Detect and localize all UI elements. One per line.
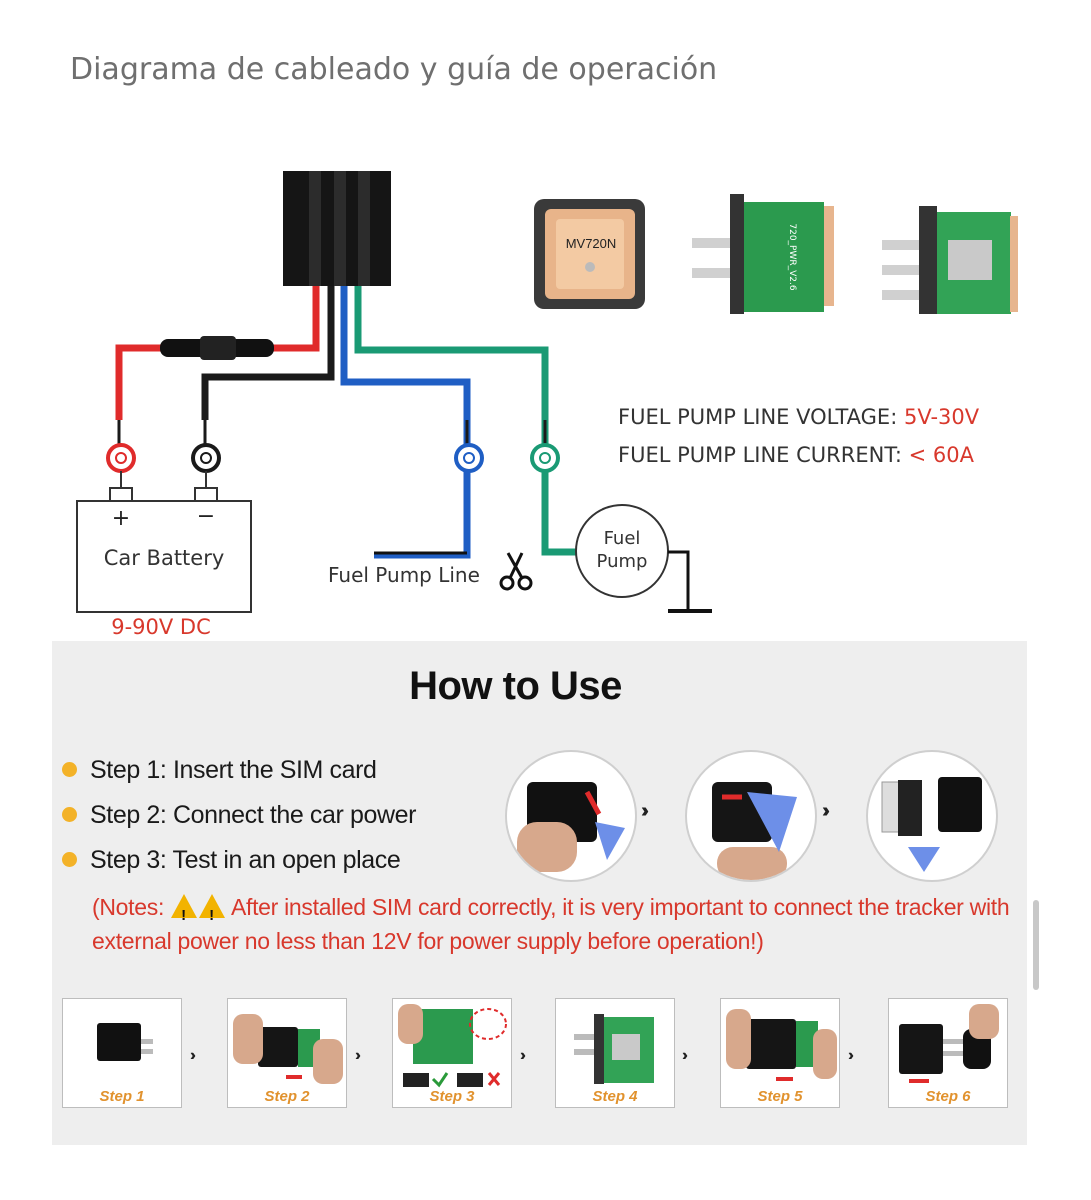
battery-voltage: 9-90V DC xyxy=(111,615,211,639)
blue-wire xyxy=(340,286,471,559)
svg-text:MV720N: MV720N xyxy=(566,236,617,251)
step-box-1: Step 1 xyxy=(62,998,182,1108)
step-box-6: Step 6 xyxy=(888,998,1008,1108)
step-box-2: Step 2 xyxy=(227,998,347,1108)
gps-antenna-module: MV720N xyxy=(534,199,645,309)
car-battery: + − Car Battery xyxy=(76,471,252,613)
ring-terminal-blue xyxy=(454,443,484,473)
step-item-2: Step 2: Connect the car power xyxy=(62,801,417,830)
step-box-4: Step 4 xyxy=(555,998,675,1108)
ring-terminal-green xyxy=(530,443,560,473)
warning-icon xyxy=(199,894,226,933)
sim-insert-photo-2 xyxy=(685,750,817,882)
svg-text:Pump: Pump xyxy=(597,551,648,572)
step-box-3: Step 3 xyxy=(392,998,512,1108)
relay-tracker xyxy=(283,171,391,286)
battery-label: Car Battery xyxy=(104,546,225,570)
bullet-icon xyxy=(62,761,77,777)
arrow-icon: ››› xyxy=(682,1047,688,1064)
svg-text:Fuel: Fuel xyxy=(604,528,641,549)
sim-insert-photo-1 xyxy=(505,750,637,882)
ring-terminal-black xyxy=(191,443,221,473)
pcb-board-front xyxy=(882,206,1018,314)
scrollbar[interactable] xyxy=(1033,900,1039,990)
arrow-icon: ››› xyxy=(641,800,649,822)
arrow-icon: ››› xyxy=(822,800,830,822)
sim-insert-photo-3 xyxy=(866,750,998,882)
warning-icon xyxy=(171,894,198,933)
page-title: Diagrama de cableado y guía de operación xyxy=(70,52,718,87)
ring-terminal-red xyxy=(106,443,136,473)
how-to-use-title: How to Use xyxy=(409,664,622,708)
arrow-icon: ››› xyxy=(190,1047,196,1064)
scissors-icon xyxy=(499,552,533,591)
battery-minus: − xyxy=(197,504,215,529)
svg-text:720_PWR_V2.6: 720_PWR_V2.6 xyxy=(787,223,797,291)
bullet-icon xyxy=(62,806,77,822)
spec-voltage: FUEL PUMP LINE VOLTAGE: 5V-30V xyxy=(618,405,980,429)
arrow-icon: ››› xyxy=(355,1047,361,1064)
wiring-diagram: + − Car Battery 9-90V DC Fuel Pump Line … xyxy=(76,171,1018,639)
pcb-board-side: 720_PWR_V2.6 xyxy=(692,194,834,314)
installation-notes: (Notes: After installed SIM card correct… xyxy=(92,890,1012,958)
fuel-pump-line-label: Fuel Pump Line xyxy=(328,563,480,587)
black-wire xyxy=(201,286,335,420)
fuel-pump: Fuel Pump xyxy=(575,504,712,613)
bullet-icon xyxy=(62,851,77,867)
step-box-5: Step 5 xyxy=(720,998,840,1108)
step-item-1: Step 1: Insert the SIM card xyxy=(62,756,377,785)
how-to-use-panel xyxy=(52,641,1027,1145)
battery-plus: + xyxy=(112,506,130,531)
fuse-holder xyxy=(160,336,274,360)
arrow-icon: ››› xyxy=(520,1047,526,1064)
spec-current: FUEL PUMP LINE CURRENT: < 60A xyxy=(618,443,975,467)
arrow-icon: ››› xyxy=(848,1047,854,1064)
step-item-3: Step 3: Test in an open place xyxy=(62,846,401,875)
